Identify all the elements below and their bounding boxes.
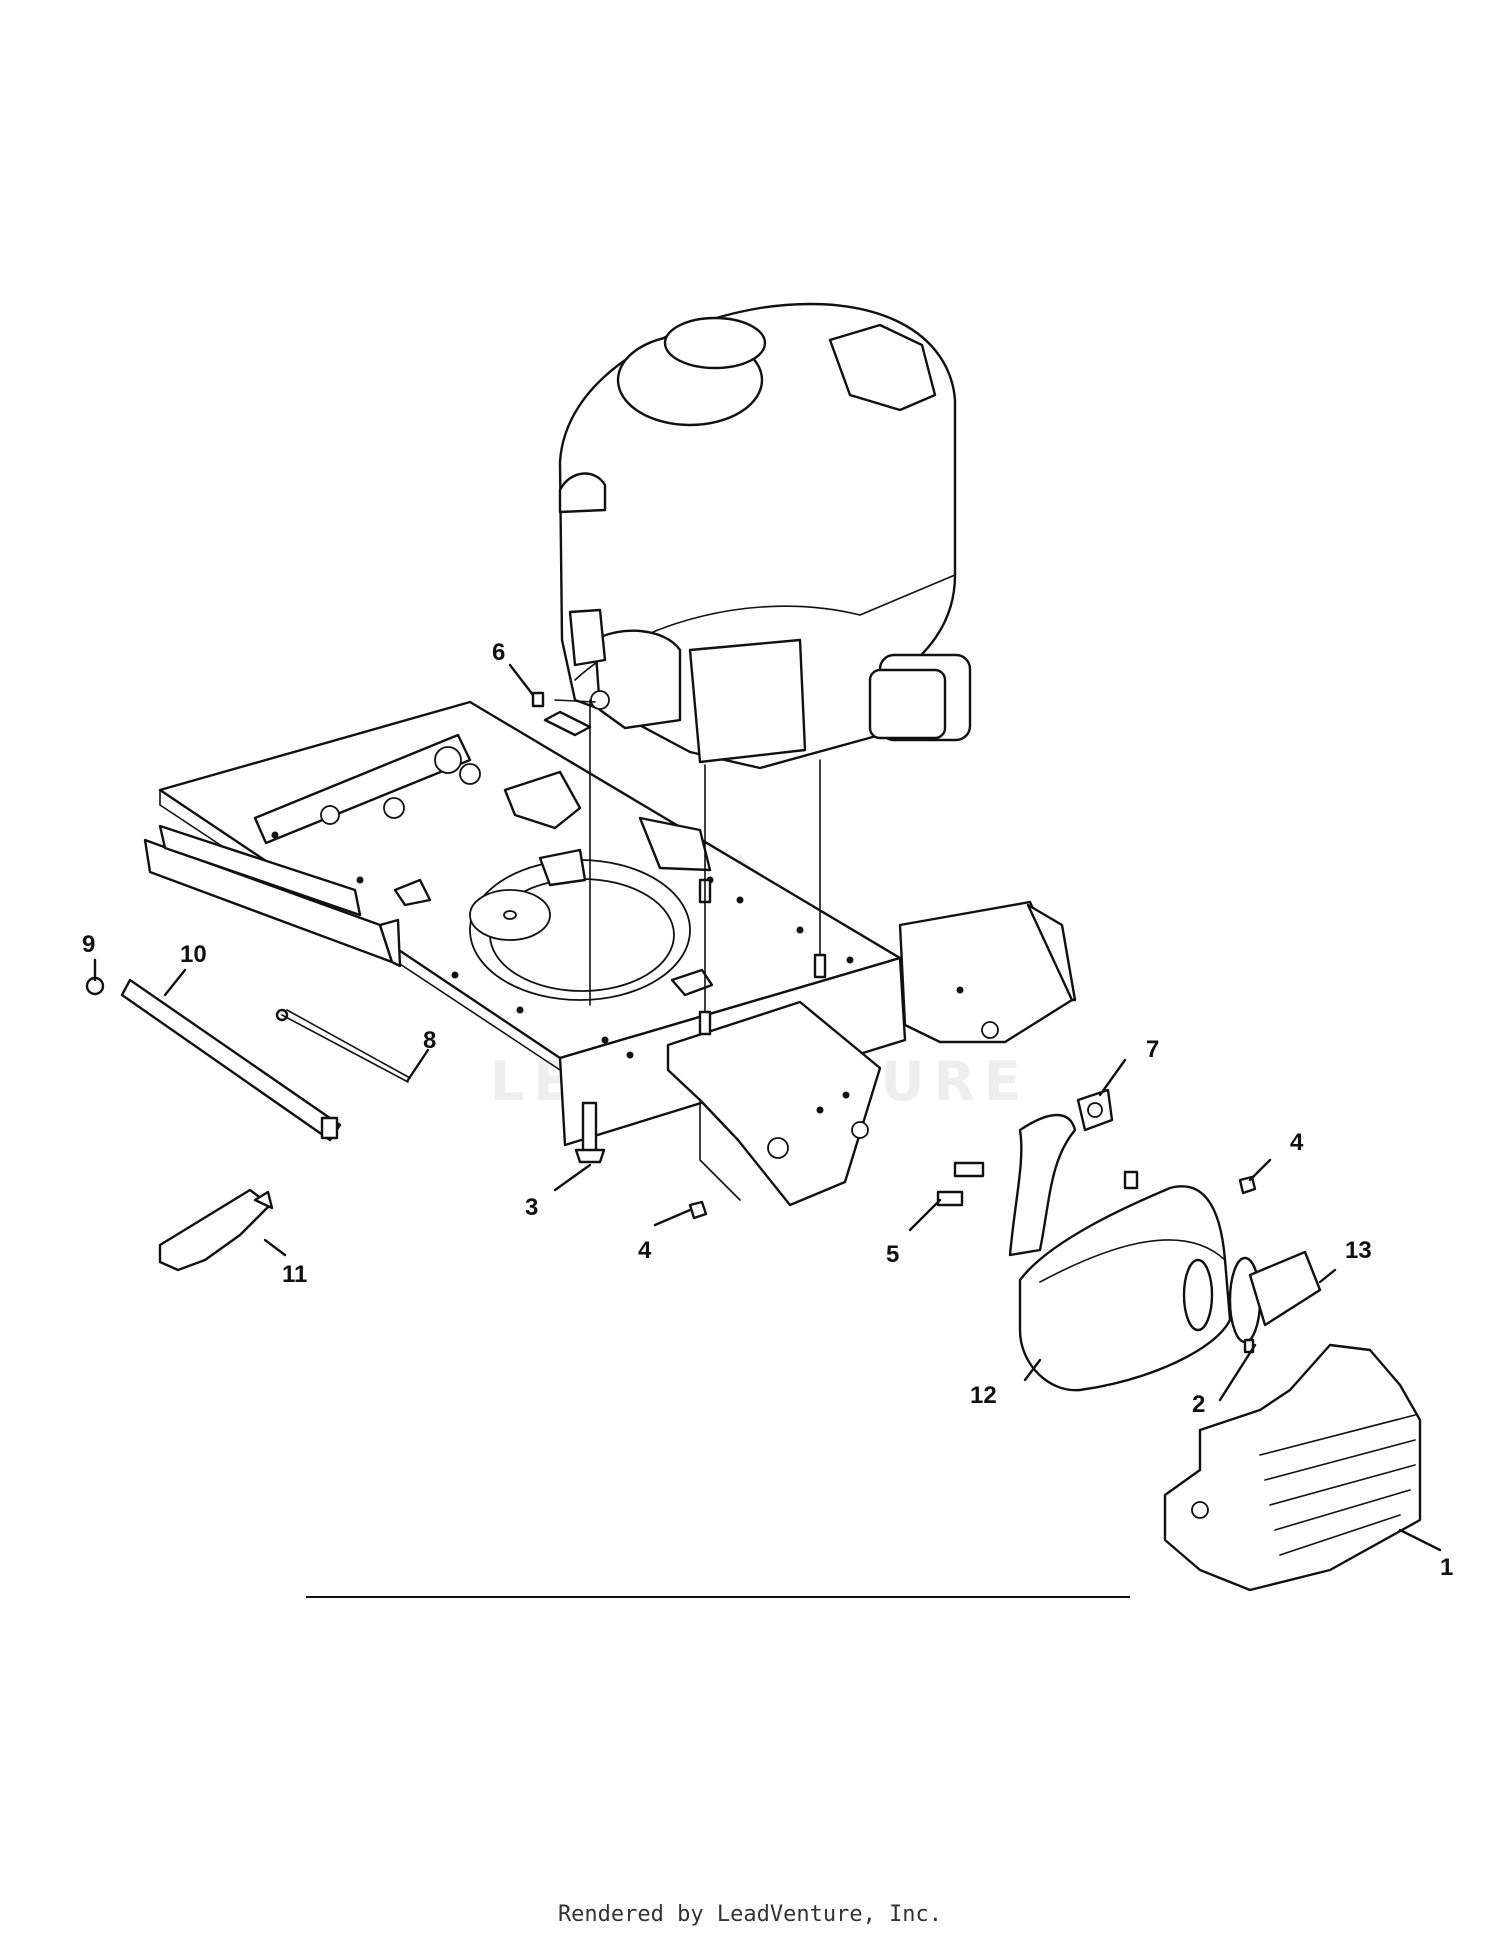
callout-8: 8 xyxy=(423,1027,436,1054)
hardware-3-bolt xyxy=(574,1101,606,1164)
leader-lines xyxy=(93,663,1442,1552)
callout-2: 2 xyxy=(1192,1391,1205,1418)
callout-12: 12 xyxy=(970,1382,997,1409)
callout-4-left: 4 xyxy=(638,1237,652,1264)
hardware-8-rod xyxy=(275,1008,411,1083)
footer-credit: Rendered by LeadVenture, Inc. xyxy=(557,1902,943,1927)
muffler-12 xyxy=(1018,1170,1232,1392)
callout-4-right: 4 xyxy=(1290,1129,1304,1156)
spark-arrestor-13 xyxy=(1228,1250,1322,1344)
callout-3: 3 xyxy=(525,1194,538,1221)
tractor-frame xyxy=(143,700,1077,1207)
exhaust-pipe xyxy=(936,1113,1077,1257)
callout-11: 11 xyxy=(282,1261,307,1288)
callout-6: 6 xyxy=(492,639,505,666)
hardware-11-bracket xyxy=(158,1188,274,1272)
heat-shield-1 xyxy=(1163,1343,1422,1592)
callout-1: 1 xyxy=(1440,1554,1453,1581)
callout-10: 10 xyxy=(180,941,207,968)
callout-9: 9 xyxy=(82,931,95,958)
callout-7: 7 xyxy=(1146,1036,1159,1063)
hardware-4-nut-left xyxy=(688,1200,708,1220)
hardware-6-nut xyxy=(531,691,545,708)
callout-labels: 1 2 3 4 4 5 6 7 8 9 10 11 12 13 xyxy=(82,639,1453,1581)
hardware-4-nut-right xyxy=(1238,1175,1257,1195)
engine xyxy=(554,302,972,1013)
callout-13: 13 xyxy=(1345,1237,1372,1264)
hardware-10-rod xyxy=(120,978,342,1142)
gasket-7 xyxy=(1076,1088,1114,1132)
callout-5: 5 xyxy=(886,1241,899,1268)
